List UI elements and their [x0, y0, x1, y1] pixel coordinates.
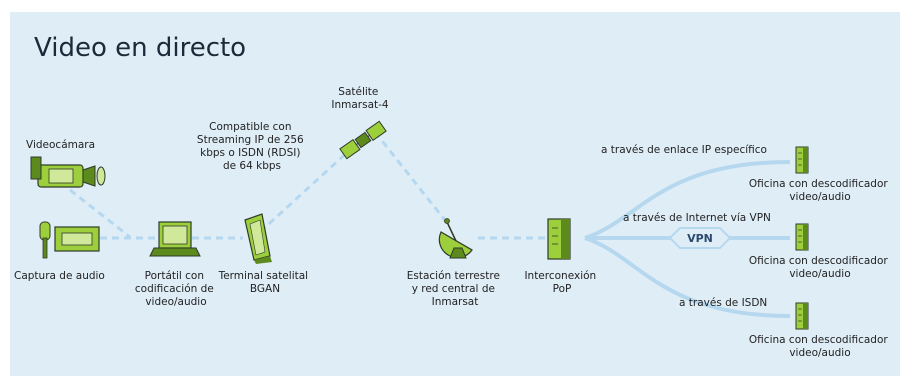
bgan-terminal-icon [244, 213, 272, 264]
ground-station-label: Estación terrestre y red central de Inma… [407, 270, 504, 308]
office-label-2: Oficina con descodificador video/audio [749, 255, 891, 280]
satellite-icon [339, 120, 387, 160]
dashed-links [69, 131, 545, 240]
diagram-panel [10, 12, 900, 376]
route-ip-label: a través de enlace IP específico [601, 144, 767, 156]
office-label-3: Oficina con descodificador video/audio [749, 334, 891, 359]
link-satellite-ground [373, 131, 450, 225]
link-camera-laptop [69, 188, 131, 239]
laptop-icon [149, 221, 201, 257]
ground-station-icon [438, 218, 473, 259]
laptop-label: Portátil con codificación de video/audio [135, 270, 217, 308]
page-title: Video en directo [34, 33, 246, 63]
route-isdn-label: a través de ISDN [679, 297, 767, 309]
vpn-badge-label: VPN [687, 232, 713, 245]
office-label-1: Oficina con descodificador video/audio [749, 178, 891, 203]
vpn-badge: VPN [668, 227, 732, 249]
route-vpn-label: a través de Internet vía VPN [623, 212, 771, 224]
office-icon-2 [795, 223, 809, 251]
link-terminal-satellite [258, 146, 354, 234]
audio-capture-icon [39, 221, 100, 259]
videocamera-icon [30, 156, 106, 188]
office-icon-3 [795, 302, 809, 330]
videocamera-label: Videocámara [26, 139, 95, 151]
compatibility-note: Compatible con Streaming IP de 256 kbps … [197, 121, 307, 172]
pop-server-icon [547, 218, 571, 260]
audio-capture-label: Captura de audio [14, 270, 105, 282]
bgan-terminal-label: Terminal satelital BGAN [218, 270, 312, 295]
satellite-label: Satélite Inmarsat-4 [331, 86, 389, 111]
pop-label: Interconexión PoP [524, 270, 599, 295]
link-route-isdn [584, 236, 791, 318]
office-icon-1 [795, 146, 809, 174]
link-route-ip [584, 160, 791, 240]
